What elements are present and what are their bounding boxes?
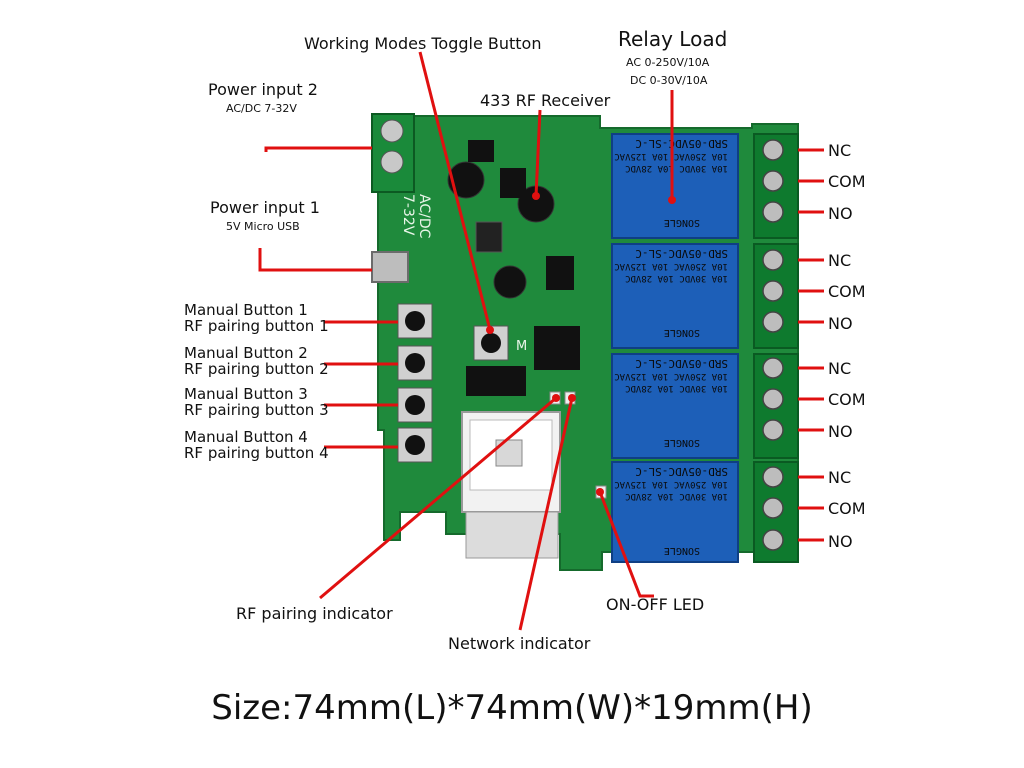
terminal-4-nc: NC: [828, 468, 852, 487]
rf-pairing-indicator-label: RF pairing indicator: [236, 604, 393, 623]
manual-button-2-sub: RF pairing button 2: [184, 360, 329, 378]
terminal-2-com: COM: [828, 282, 866, 301]
relay-3-model: SRD-05VDC-SL-C: [635, 357, 728, 370]
relay-load-dc: DC 0-30V/10A: [630, 74, 708, 87]
relay-load-ac: AC 0-250V/10A: [626, 56, 710, 69]
relay-4-line2: 10A 30VDC 10A 28VDC: [625, 491, 728, 501]
manual-button-3-sub: RF pairing button 3: [184, 401, 329, 419]
terminal-3-nc: NC: [828, 359, 852, 378]
manual-button-1-title: Manual Button 1: [184, 301, 308, 319]
power-input-1-sub: 5V Micro USB: [226, 220, 300, 233]
terminal-3-no: NO: [828, 422, 853, 441]
size-caption: Size:74mm(L)*74mm(W)*19mm(H): [211, 688, 813, 728]
terminal-4-no: NO: [828, 532, 853, 551]
relay-3-brand: SONGLE: [664, 437, 700, 448]
manual-button-4-sub: RF pairing button 4: [184, 444, 329, 462]
micro-usb-port: [371, 251, 409, 283]
silk-acdc: AC/DC: [416, 194, 432, 239]
relay-2-line1: 10A 250VAC 10A 125VAC: [614, 261, 728, 271]
relay-load-title: Relay Load: [618, 27, 728, 51]
terminal-3-com: COM: [828, 390, 866, 409]
manual-button-4-title: Manual Button 4: [184, 428, 308, 446]
relay-4: [611, 461, 739, 563]
network-indicator-label: Network indicator: [448, 634, 591, 653]
terminal-2-no: NO: [828, 314, 853, 333]
power-input-1-title: Power input 1: [210, 198, 320, 217]
silk-mode: M: [516, 339, 527, 354]
relay-1-brand: SONGLE: [664, 217, 700, 228]
relay-2: [611, 243, 739, 349]
rf-receiver-label: 433 RF Receiver: [480, 91, 611, 110]
relay-2-model: SRD-05VDC-SL-C: [635, 247, 728, 260]
relay-4-brand: SONGLE: [664, 545, 700, 556]
relay-1: [611, 133, 739, 239]
manual-button-2-title: Manual Button 2: [184, 344, 308, 362]
relay-2-brand: SONGLE: [664, 327, 700, 338]
power-input-2-sub: AC/DC 7-32V: [226, 102, 297, 115]
terminal-4-com: COM: [828, 499, 866, 518]
terminal-2-nc: NC: [828, 251, 852, 270]
power-input-2-title: Power input 2: [208, 80, 318, 99]
callout-arrows: [258, 51, 824, 631]
working-mode-label: Working Modes Toggle Button: [304, 34, 542, 53]
terminal-1-nc: NC: [828, 141, 852, 160]
manual-button-3-title: Manual Button 3: [184, 385, 308, 403]
onoff-led-label: ON-OFF LED: [606, 595, 705, 614]
relay-2-line2: 10A 30VDC 10A 28VDC: [625, 273, 728, 283]
terminal-1-no: NO: [828, 204, 853, 223]
relay-1-model: SRD-05VDC-SL-C: [635, 137, 728, 150]
relay-3-line1: 10A 250VAC 10A 125VAC: [614, 371, 728, 381]
relay-4-line1: 10A 250VAC 10A 125VAC: [614, 479, 728, 489]
manual-button-1-sub: RF pairing button 1: [184, 317, 329, 335]
relay-4-model: SRD-05VDC-SL-C: [635, 465, 728, 478]
relay-3: [611, 353, 739, 459]
terminal-1-com: COM: [828, 172, 866, 191]
relay-3-line2: 10A 30VDC 10A 28VDC: [625, 383, 728, 393]
silk-voltage: 7-32V: [400, 194, 416, 236]
relay-1-line2: 10A 30VDC 10A 28VDC: [625, 163, 728, 173]
